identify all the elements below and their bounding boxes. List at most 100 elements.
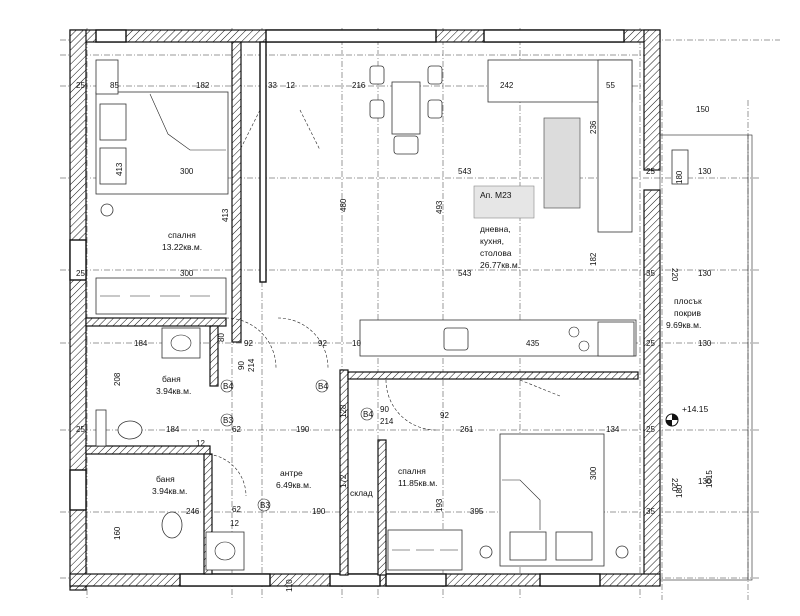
dim-413-b: 413 [221, 208, 230, 222]
dim-246: 246 [186, 507, 200, 516]
apartment-tag-box [473, 185, 535, 219]
doors [203, 109, 561, 497]
dim-90-a: 90 [237, 361, 246, 370]
dim-182-top: 182 [196, 81, 210, 90]
dim-130-d: 130 [698, 477, 712, 486]
bath-1-fixtures [95, 327, 201, 447]
dim-25-b: 25 [646, 167, 655, 176]
living-area: 26.77кв.м. [480, 260, 520, 270]
dim-261: 261 [460, 425, 474, 434]
storage-name: склад [350, 488, 373, 498]
bedroom2-name: спалня [398, 466, 426, 476]
dim-220-a: 220 [670, 268, 679, 282]
dim-150: 150 [696, 105, 710, 114]
interior-walls [85, 41, 639, 576]
dim-180-a: 180 [675, 170, 684, 184]
dim-190-b: 190 [312, 507, 326, 516]
dim-413-a: 413 [115, 162, 124, 176]
door-code-b3-b: B3 [260, 501, 270, 510]
dim-1015: 1015 [705, 470, 714, 488]
dim-90-b: 90 [380, 405, 389, 414]
bed-1 [95, 59, 229, 217]
door-code-b4-b: B4 [318, 382, 328, 391]
door-code-b4-c: B4 [363, 410, 373, 419]
dim-62: 62 [232, 425, 241, 434]
dim-10: 10 [352, 339, 361, 348]
sofa [487, 59, 633, 233]
dim-184-a: 184 [134, 339, 148, 348]
dim-236: 236 [589, 120, 598, 134]
dim-190-a: 190 [296, 425, 310, 434]
door-code-b3-a: B3 [223, 416, 233, 425]
dim-493: 493 [435, 200, 444, 214]
living-line3: столова [480, 248, 512, 258]
dining-set [369, 65, 443, 155]
bath1-area: 3.94кв.м. [156, 386, 191, 396]
dim-33: 33 [268, 81, 277, 90]
dim-12-top: 12 [286, 81, 295, 90]
dim-35-a: 35 [646, 269, 655, 278]
door-tags [220, 379, 374, 512]
hall-name: антре [280, 468, 303, 478]
dim-395: 395 [470, 507, 484, 516]
dim-25-a: 25 [76, 81, 85, 90]
dim-130-a: 130 [698, 167, 712, 176]
dim-184-b: 184 [166, 425, 180, 434]
wardrobe-2 [387, 529, 463, 571]
terrace-area: 9.69кв.м. [666, 320, 701, 330]
bedroom2-area: 11.85кв.м. [398, 478, 437, 488]
dim-35-b: 35 [646, 507, 655, 516]
dim-110: 110 [285, 579, 294, 592]
dim-55: 55 [606, 81, 615, 90]
dim-130-b: 130 [698, 269, 712, 278]
dim-172: 172 [339, 474, 348, 488]
terrace [659, 134, 753, 581]
dim-180-b: 180 [675, 484, 684, 498]
dim-25-d: 25 [646, 339, 655, 348]
terrace-line1: плосък [674, 296, 702, 306]
bath2-area: 3.94кв.м. [152, 486, 187, 496]
dim-182-b: 182 [589, 252, 598, 266]
dim-92-b: 92 [318, 339, 327, 348]
dim-12-c: 12 [230, 519, 239, 528]
dim-242: 242 [500, 81, 514, 90]
dim-220-b: 220 [670, 478, 679, 492]
living-line1: дневна, [480, 224, 511, 234]
dim-92-c: 92 [440, 411, 449, 420]
living-line2: кухня, [480, 236, 504, 246]
dim-85: 85 [110, 81, 119, 90]
dim-480: 480 [339, 198, 348, 212]
bedroom1-name: спалня [168, 230, 196, 240]
elevation-label: +14.15 [682, 404, 709, 414]
door-code-b4-a: B4 [223, 382, 233, 391]
dim-435: 435 [526, 339, 540, 348]
dim-543-b: 543 [458, 269, 472, 278]
bath2-name: баня [156, 474, 175, 484]
dim-208: 208 [113, 372, 122, 386]
dim-160: 160 [113, 526, 122, 540]
bath1-name: баня [162, 374, 181, 384]
dim-25-e: 25 [646, 425, 655, 434]
dim-216: 216 [352, 81, 366, 90]
terrace-line2: покрив [674, 308, 702, 318]
dim-62-b: 62 [232, 505, 241, 514]
dim-25-f: 25 [76, 425, 85, 434]
elevation-marker [665, 413, 679, 427]
dim-300-b: 300 [180, 269, 194, 278]
dim-12-b: 12 [196, 439, 205, 448]
dim-214-b: 214 [380, 417, 394, 426]
bath-2-fixtures [161, 511, 245, 571]
bed-2 [479, 433, 629, 567]
bedroom1-area: 13.22кв.м. [162, 242, 202, 252]
hall-area: 6.49кв.м. [276, 480, 311, 490]
outer-walls [69, 29, 661, 591]
dim-25-c: 25 [76, 269, 85, 278]
dim-80: 80 [217, 333, 226, 342]
dim-134: 134 [606, 425, 620, 434]
dim-130-c: 130 [698, 339, 712, 348]
dim-300-c: 300 [589, 466, 598, 480]
dim-128: 128 [339, 404, 348, 418]
dim-92-a: 92 [244, 339, 253, 348]
kitchen-counter [359, 319, 637, 357]
